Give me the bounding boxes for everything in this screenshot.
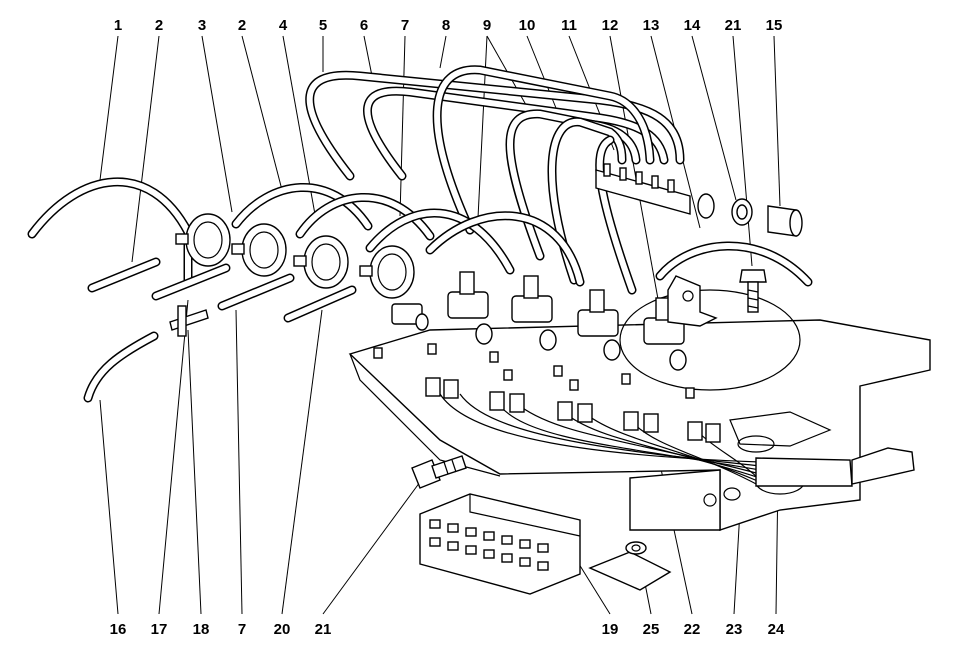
valve-a — [447, 271, 493, 345]
callout-2-left: 2 — [155, 17, 163, 34]
vacuum-canisters — [175, 213, 415, 299]
control-module — [419, 493, 581, 595]
callout-2-right: 2 — [238, 17, 246, 34]
canister-3 — [175, 213, 231, 267]
valve-small — [391, 303, 429, 331]
callout-22: 22 — [684, 621, 701, 638]
mount-block — [629, 469, 721, 531]
valve-d — [643, 297, 687, 371]
callout-20: 20 — [274, 621, 291, 638]
callout-4: 4 — [279, 17, 288, 34]
callout-8: 8 — [442, 17, 450, 34]
callout-23: 23 — [726, 621, 743, 638]
callout-3: 3 — [198, 17, 206, 34]
canister-7 — [359, 245, 415, 299]
callout-16: 16 — [110, 621, 127, 638]
connector-plugs — [425, 377, 721, 443]
callouts-bottom: 16 17 18 7 20 21 19 25 22 23 24 — [110, 621, 785, 638]
springs — [373, 343, 695, 399]
callout-15: 15 — [766, 17, 783, 34]
solenoid-valves — [391, 271, 687, 371]
valve-c — [577, 289, 621, 361]
callout-25: 25 — [643, 621, 660, 638]
module-pins — [429, 519, 549, 571]
callout-6: 6 — [360, 17, 368, 34]
callout-7-top: 7 — [401, 17, 409, 34]
wiring-harness — [425, 377, 915, 487]
callout-21-bottom: 21 — [315, 621, 332, 638]
valve-b — [511, 275, 557, 351]
canister-4 — [293, 235, 349, 289]
callout-19: 19 — [602, 621, 619, 638]
callout-24: 24 — [768, 621, 785, 638]
callout-18: 18 — [193, 621, 210, 638]
nut-25 — [588, 541, 672, 591]
callout-10: 10 — [519, 17, 536, 34]
callout-21-top: 21 — [725, 17, 742, 34]
callout-7-bottom: 7 — [238, 621, 246, 638]
bolt-21-top — [739, 269, 767, 313]
callout-9: 9 — [483, 17, 491, 34]
mount-bracket — [667, 275, 718, 327]
callout-5: 5 — [319, 17, 327, 34]
canister-2 — [231, 223, 287, 277]
hose-bundle — [305, 65, 685, 295]
front-hoses — [27, 177, 813, 287]
callouts-top: 1 2 3 2 4 5 6 7 8 9 10 11 12 13 14 21 15 — [114, 17, 783, 34]
short-hoses — [83, 257, 357, 403]
callout-13: 13 — [643, 17, 660, 34]
callout-14: 14 — [684, 17, 701, 34]
callout-12: 12 — [602, 17, 619, 34]
manifold-block — [595, 163, 803, 237]
callout-1: 1 — [114, 17, 122, 34]
bolt-21-bottom — [411, 455, 467, 489]
callout-11: 11 — [561, 17, 577, 34]
callout-17: 17 — [151, 621, 168, 638]
